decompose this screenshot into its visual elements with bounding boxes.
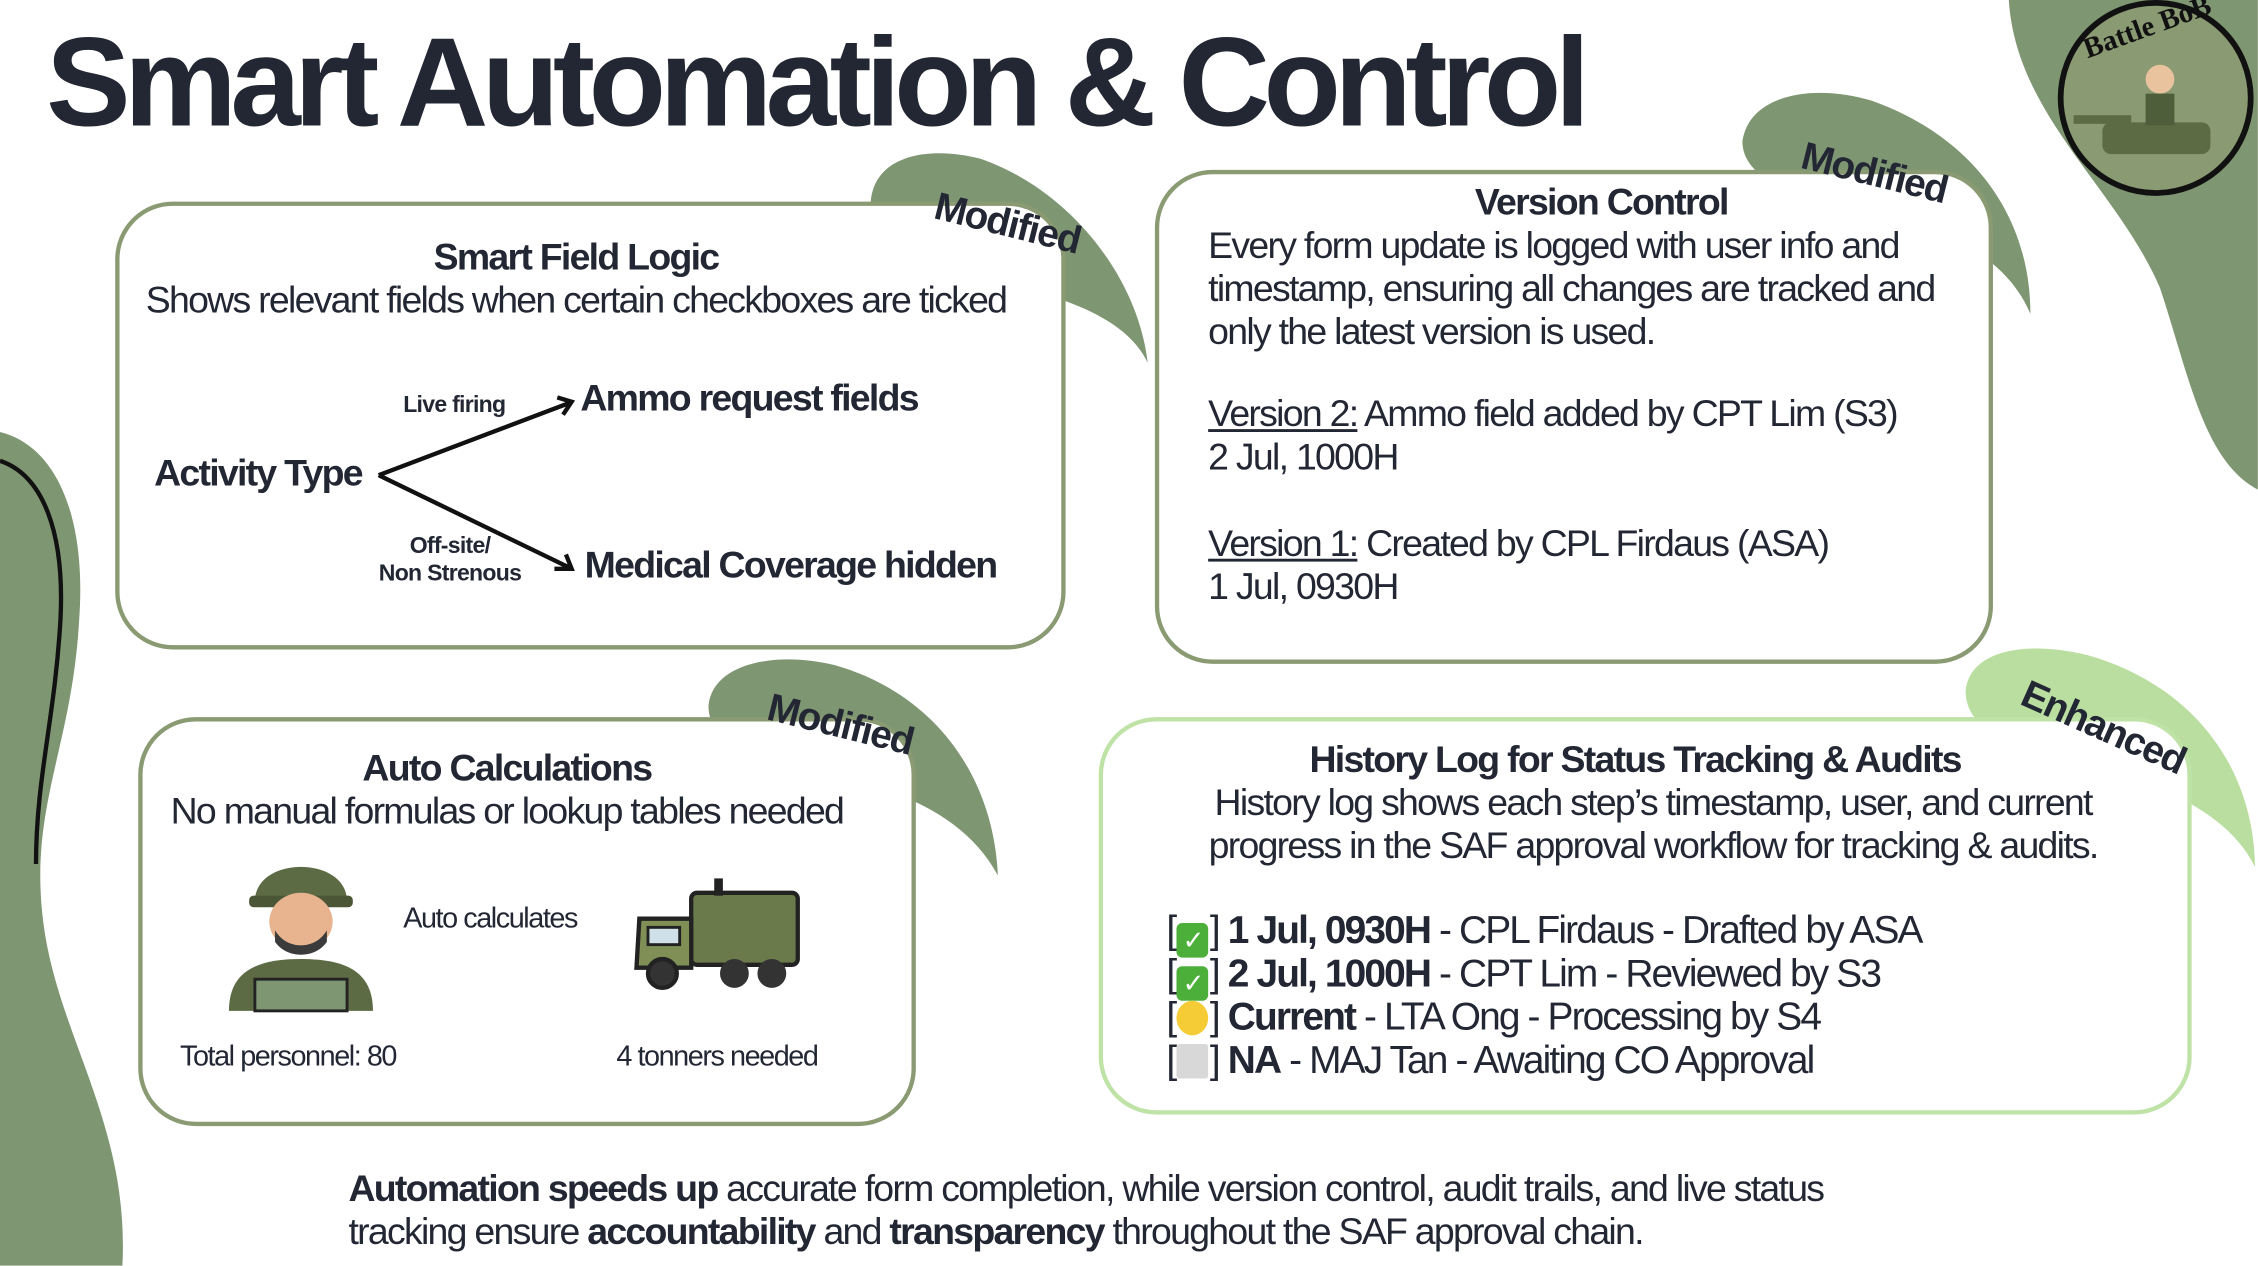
check-icon: ✓: [1176, 966, 1209, 1001]
total-personnel: Total personnel: 80: [180, 1041, 397, 1073]
auto-calc-subtitle: No manual formulas or lookup tables need…: [170, 789, 845, 833]
offsite-label-1: Off-site/: [409, 534, 491, 559]
version-2-line: Version 2: Ammo field added by CPT Lim (…: [1208, 391, 1899, 437]
yellow-circle-icon: [1176, 1000, 1209, 1036]
version-desc-3: only the latest version is used.: [1208, 309, 1656, 353]
history-entry: [✓] 1 Jul, 0930H - CPL Firdaus - Drafted…: [1166, 909, 1923, 958]
footer-line-2: tracking ensure accountability and trans…: [348, 1209, 1644, 1253]
history-entry: [] NA - MAJ Tan - Awaiting CO Approval: [1166, 1038, 1815, 1082]
left-blob: [0, 432, 123, 1266]
version-1-label: Version 1:: [1208, 521, 1359, 565]
history-entry: [] Current - LTA Ong - Processing by S4: [1166, 995, 1822, 1039]
auto-calculates-label: Auto calculates: [403, 902, 578, 935]
history-entries: [✓] 1 Jul, 0930H - CPL Firdaus - Drafted…: [1166, 909, 1923, 1082]
logo-tank: [2102, 122, 2211, 155]
arrow-down: [377, 473, 575, 571]
page-title: Smart Automation & Control: [46, 10, 1590, 153]
offsite-label-2: Non Strenous: [378, 561, 522, 587]
tonners-needed: 4 tonners needed: [616, 1041, 819, 1073]
left-blob-outline: [0, 458, 64, 865]
version-1-line: Version 1: Created by CPL Firdaus (ASA): [1208, 521, 1830, 566]
version-2-text: Ammo field added by CPT Lim (S3): [1357, 391, 1899, 435]
version-2-label: Version 2:: [1208, 391, 1359, 435]
arrow-up: [377, 395, 576, 478]
version-control-card: [1154, 169, 1993, 664]
version-1-date: 1 Jul, 0930H: [1208, 564, 1399, 608]
smart-field-logic-card: [115, 201, 1066, 650]
activity-type-label: Activity Type: [154, 450, 364, 494]
version-desc-1: Every form update is logged with user in…: [1208, 223, 1900, 267]
check-icon: ✓: [1176, 923, 1209, 958]
ammo-fields-label: Ammo request fields: [580, 375, 919, 420]
smart-field-heading: Smart Field Logic: [433, 234, 720, 278]
history-entry: [✓] 2 Jul, 1000H - CPT Lim - Reviewed by…: [1166, 952, 1921, 1001]
branch-arrows: [377, 395, 576, 571]
medical-hidden-label: Medical Coverage hidden: [584, 542, 998, 587]
live-firing-label: Live firing: [403, 393, 506, 418]
soldier-icon: [228, 866, 373, 1013]
footer-line-1: Automation speeds up accurate form compl…: [348, 1166, 1825, 1210]
history-desc-2: progress in the SAF approval workflow fo…: [1208, 823, 2100, 867]
smart-field-subtitle: Shows relevant fields when certain check…: [145, 277, 1008, 322]
history-desc-1: History log shows each step’s timestamp,…: [1214, 780, 2094, 824]
version-1-text: Created by CPL Firdaus (ASA): [1357, 521, 1830, 565]
grey-square-icon: [1176, 1044, 1209, 1079]
version-2-date: 2 Jul, 1000H: [1208, 434, 1399, 479]
version-desc-2: timestamp, ensuring all changes are trac…: [1208, 266, 1936, 310]
history-log-card: [1098, 717, 2192, 1115]
logo-soldier: [2145, 64, 2175, 94]
version-control-heading: Version Control: [1474, 180, 1730, 224]
auto-calc-heading: Auto Calculations: [362, 745, 653, 790]
history-heading: History Log for Status Tracking & Audits: [1309, 737, 1962, 781]
truck-icon: [634, 878, 800, 991]
